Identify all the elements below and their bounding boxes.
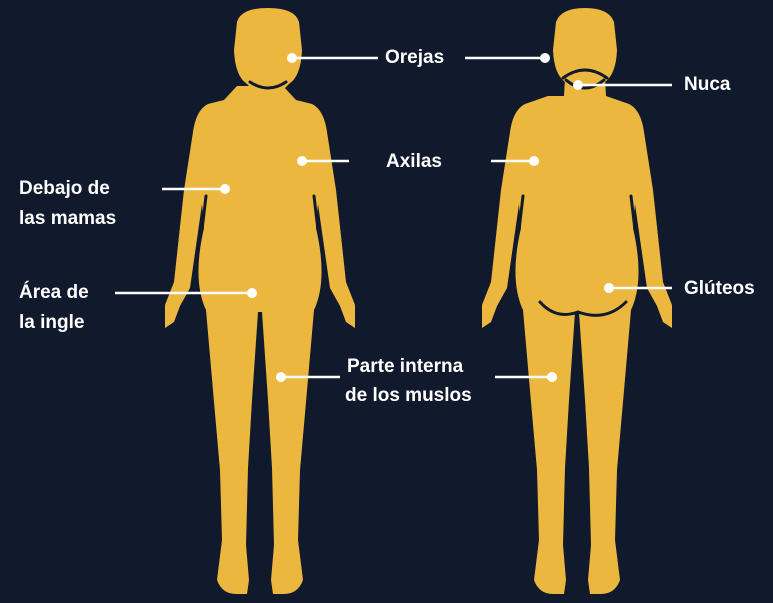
buttocks-label: Glúteos — [684, 278, 755, 299]
front-body — [165, 86, 355, 594]
ears-back-dot — [540, 53, 550, 63]
back-head — [553, 8, 617, 82]
front-head — [234, 8, 302, 90]
inner-thighs-label-line2: de los muslos — [345, 385, 472, 406]
back-body-figure — [482, 8, 672, 594]
armpits-back-dot — [529, 156, 539, 166]
inner-thighs-label-line1: Parte interna — [347, 356, 464, 377]
back-neck-shadow — [564, 78, 606, 90]
pointer-dots — [220, 53, 614, 382]
groin-label-line2: la ingle — [19, 312, 85, 333]
groin-dot — [247, 288, 257, 298]
under-breasts-label-line1: Debajo de — [19, 178, 110, 199]
nape-label: Nuca — [684, 74, 731, 95]
pointer-lines — [115, 56, 672, 379]
body-contours — [200, 68, 637, 317]
ears-front-dot — [287, 53, 297, 63]
nape-dot — [573, 80, 583, 90]
buttocks-dot — [604, 283, 614, 293]
right-buttock-curve — [576, 300, 628, 317]
back-body — [482, 78, 672, 594]
under-breasts-label-line2: las mamas — [19, 208, 117, 229]
front-right-arm-gap — [312, 194, 320, 232]
left-buttock-curve — [538, 300, 580, 316]
back-left-arm-gap — [517, 194, 525, 232]
inner-thighs-front-dot — [276, 372, 286, 382]
front-neckline — [248, 80, 288, 90]
groin-label-line1: Área de — [19, 282, 89, 303]
front-body-figure — [165, 8, 355, 594]
back-hairline — [561, 68, 609, 80]
inner-thighs-back-dot — [547, 372, 557, 382]
armpits-label: Axilas — [386, 151, 442, 172]
armpits-front-dot — [297, 156, 307, 166]
under-breasts-dot — [220, 184, 230, 194]
back-right-arm-gap — [629, 194, 637, 232]
front-left-arm-gap — [200, 194, 208, 232]
ears-label: Orejas — [385, 47, 445, 68]
